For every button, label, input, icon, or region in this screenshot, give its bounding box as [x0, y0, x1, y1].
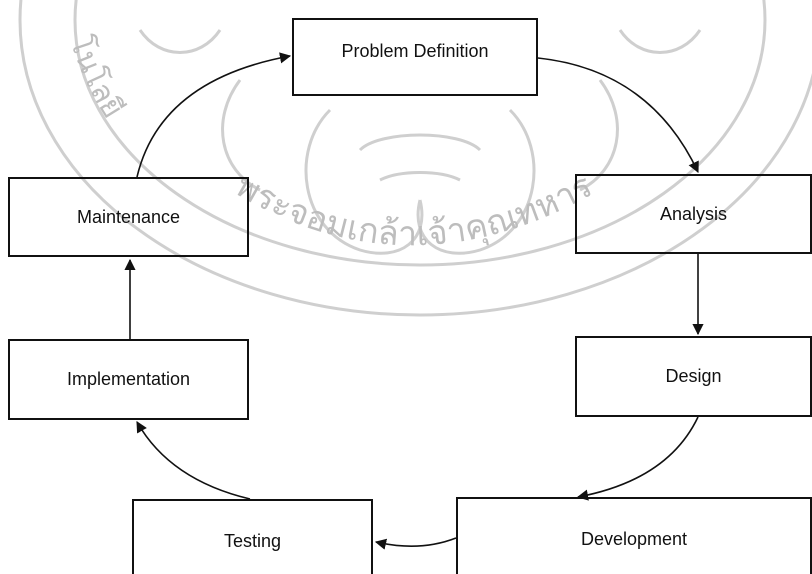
node-design: Design: [575, 336, 812, 417]
node-analysis: Analysis: [575, 174, 812, 254]
node-label-problem-definition: Problem Definition: [341, 41, 489, 61]
node-label-development: Development: [580, 529, 688, 549]
node-label-analysis: Analysis: [659, 203, 728, 224]
node-label-implementation: Implementation: [66, 369, 191, 389]
node-problem-definition: Problem Definition: [292, 18, 538, 96]
node-development: Development: [456, 497, 812, 574]
arrow-design-to-development: [576, 416, 699, 501]
node-label-testing: Testing: [223, 531, 282, 551]
arrow-testing-to-implementation: [136, 421, 251, 500]
arrow-maintenance-to-problem: [136, 52, 292, 178]
node-maintenance: Maintenance: [8, 177, 249, 257]
node-testing: Testing: [132, 499, 373, 574]
node-implementation: Implementation: [8, 339, 249, 420]
arrow-problem-to-analysis: [537, 57, 699, 174]
node-label-design: Design: [665, 366, 722, 386]
arrow-development-to-testing: [374, 537, 457, 550]
node-label-maintenance: Maintenance: [76, 206, 181, 227]
